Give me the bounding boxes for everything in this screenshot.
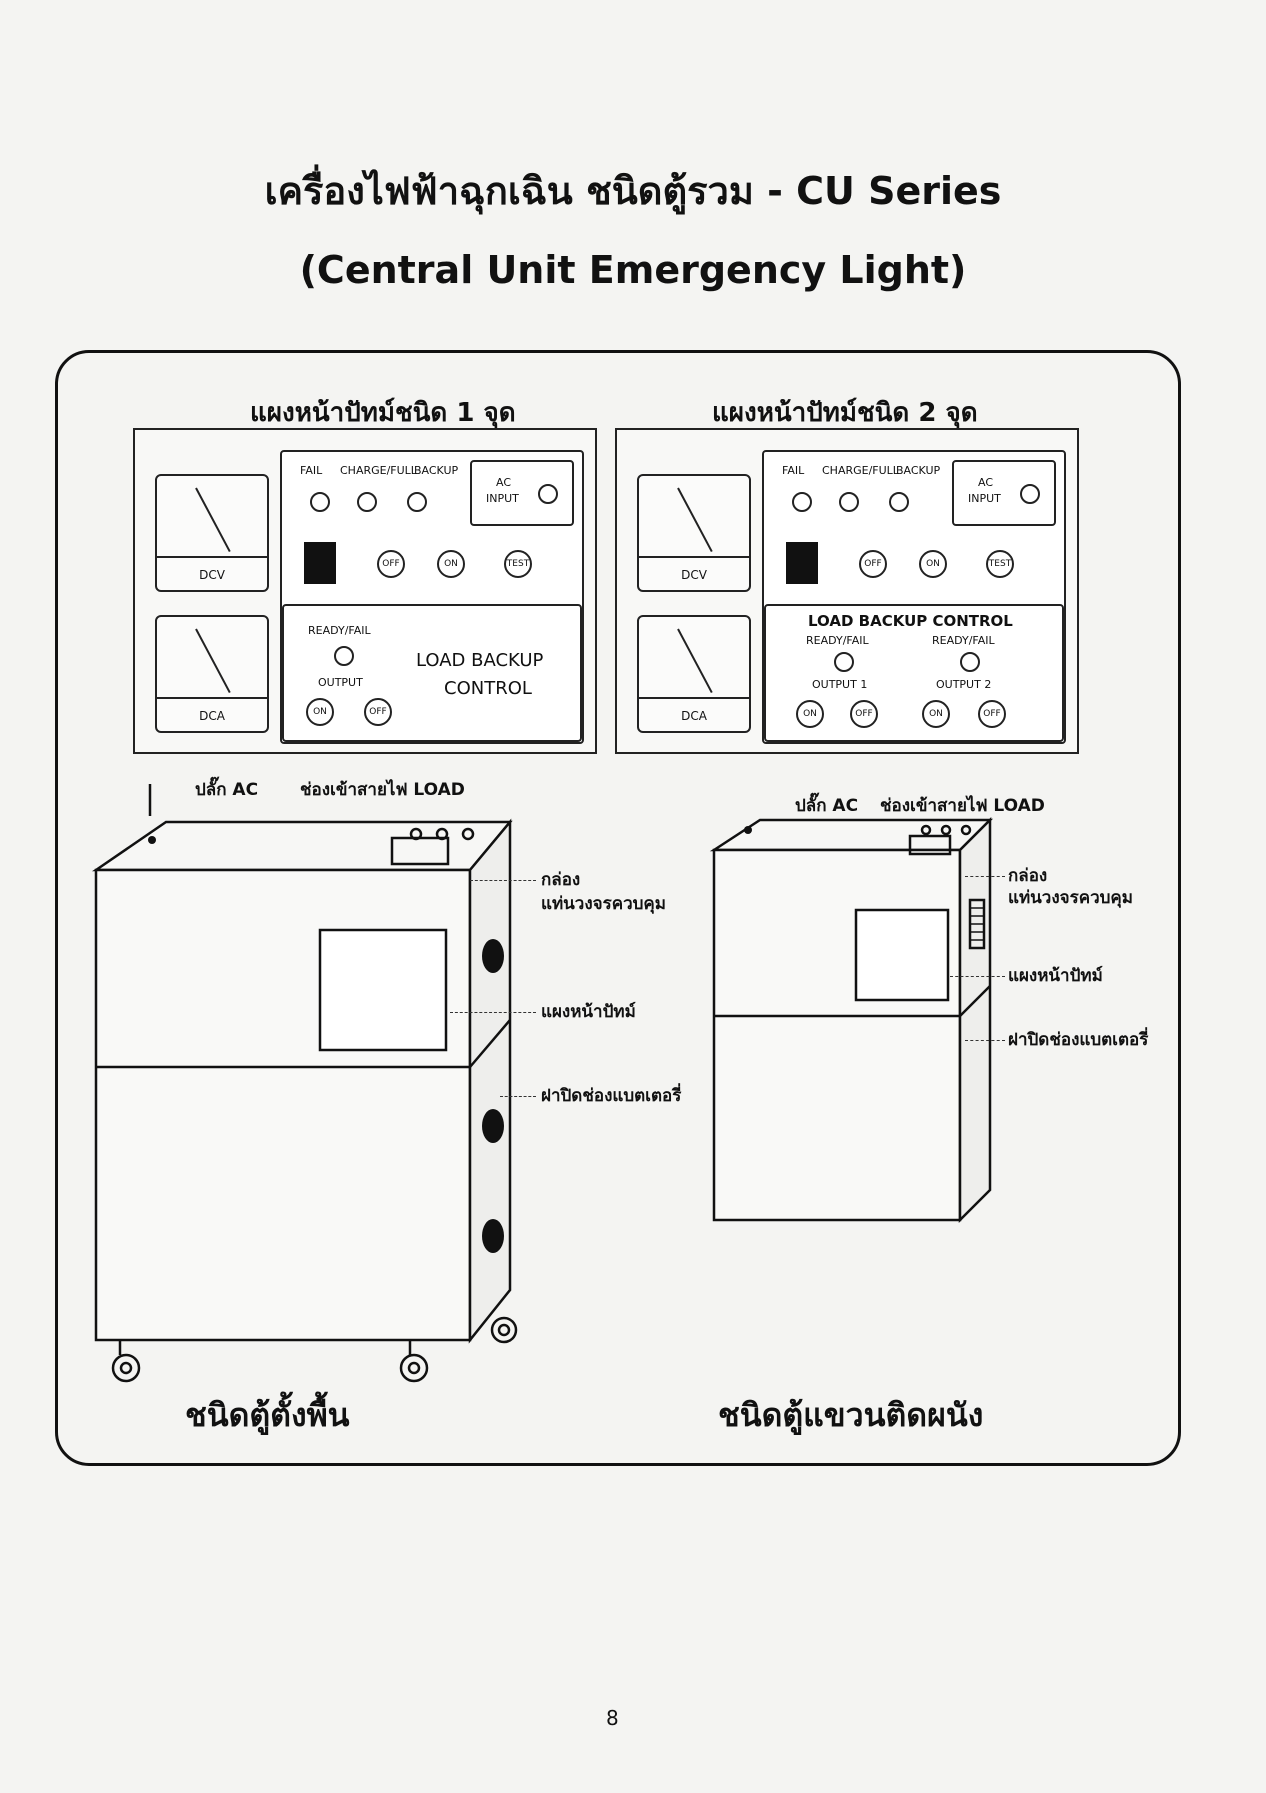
floor-vent-2: [482, 1109, 504, 1143]
panel2-ready-fail-2-label: READY/FAIL: [932, 634, 995, 647]
floor-battery-leader: [500, 1096, 536, 1097]
panel2-output-1-label: OUTPUT 1: [812, 678, 868, 691]
panel1-charge-label: CHARGE/FULL: [340, 464, 417, 477]
panel2-dca-label: DCA: [681, 709, 707, 723]
panel2-output2-off-button[interactable]: OFF: [978, 700, 1006, 728]
panel2-load-backup-box: LOAD BACKUP CONTROL READY/FAIL READY/FAI…: [764, 604, 1064, 742]
panel2-heading: แผงหน้าปัทม์ชนิด 2 จุด: [712, 398, 978, 428]
wall-load-inlet-label: ช่องเข้าสายไฟ LOAD: [880, 796, 1045, 816]
panel2-fail-led: [792, 492, 812, 512]
wall-ac-plug-label: ปลั๊ก AC: [795, 796, 859, 816]
panel2-digit-display: [786, 542, 818, 584]
panel1-dca-label: DCA: [199, 709, 225, 723]
wall-box-leader: [965, 876, 1005, 877]
wall-battery-leader: [965, 1040, 1005, 1041]
panel2-backup-label: BACKUP: [896, 464, 941, 477]
figure-frame: [55, 350, 1181, 1466]
panel1-dcv-meter: DCV: [155, 474, 269, 592]
panel2-ac-label: AC: [978, 476, 994, 489]
floor-control-base-label: แท่นวงจรควบคุม: [541, 894, 667, 914]
panel1-heading: แผงหน้าปัทม์ชนิด 1 จุด: [250, 398, 516, 428]
panel1-output-off-button[interactable]: OFF: [364, 698, 392, 726]
wall-control-base-label: แท่นวงจรควบคุม: [1008, 888, 1134, 908]
panel1-ready-led: [334, 646, 354, 666]
panel2-test-button[interactable]: TEST: [986, 550, 1014, 578]
wall-cabinet-caption: ชนิดตู้แขวนติดผนัง: [718, 1396, 984, 1434]
panel1-control-face: FAIL CHARGE/FULL BACKUP AC INPUT OFF ON …: [280, 450, 584, 744]
panel1-control-label: CONTROL: [444, 678, 532, 699]
panel2-charge-label: CHARGE/FULL: [822, 464, 899, 477]
floor-vent-3: [482, 1219, 504, 1253]
panel2-off-button[interactable]: OFF: [859, 550, 887, 578]
panel1-fail-led: [310, 492, 330, 512]
panel2-ready-fail-1-label: READY/FAIL: [806, 634, 869, 647]
panel2-control-face: FAIL CHARGE/FULL BACKUP AC INPUT OFF ON …: [762, 450, 1066, 744]
panel1-dca-meter: DCA: [155, 615, 269, 733]
wall-panel-leader: [950, 976, 1005, 977]
panel1-dcv-label: DCV: [199, 568, 225, 582]
panel2-ac-input-led: [1020, 484, 1040, 504]
panel1-front: DCV DCA FAIL CHARGE/FULL BACKUP AC INPUT…: [133, 428, 597, 754]
panel2-output1-on-button[interactable]: ON: [796, 700, 824, 728]
panel2-output2-on-button[interactable]: ON: [922, 700, 950, 728]
panel1-backup-led: [407, 492, 427, 512]
floor-panel-leader: [450, 1012, 536, 1013]
panel2-input-label: INPUT: [968, 492, 1001, 505]
panel2-backup-led: [889, 492, 909, 512]
panel1-output-on-button[interactable]: ON: [306, 698, 334, 726]
panel1-load-backup-label: LOAD BACKUP: [416, 650, 544, 671]
floor-vent-1: [482, 939, 504, 973]
panel2-dcv-label: DCV: [681, 568, 707, 582]
panel2-dca-meter: DCA: [637, 615, 751, 733]
panel1-input-label: INPUT: [486, 492, 519, 505]
panel1-ac-label: AC: [496, 476, 512, 489]
panel1-ac-input-led: [538, 484, 558, 504]
panel2-output1-off-button[interactable]: OFF: [850, 700, 878, 728]
wall-battery-cover-label: ฝาปิดช่องแบตเตอรี่: [1008, 1030, 1149, 1050]
panel1-output-label: OUTPUT: [318, 676, 363, 689]
panel2-output-2-label: OUTPUT 2: [936, 678, 992, 691]
floor-load-inlet-label: ช่องเข้าสายไฟ LOAD: [300, 780, 465, 800]
wall-box-label: กล่อง: [1008, 866, 1048, 886]
page-title: เครื่องไฟฟ้าฉุกเฉิน ชนิดตู้รวม - CU Seri…: [264, 169, 1002, 213]
wall-cabinet-drawing: [709, 816, 994, 1224]
panel1-fail-label: FAIL: [300, 464, 323, 477]
panel1-on-button[interactable]: ON: [437, 550, 465, 578]
panel2-dcv-meter: DCV: [637, 474, 751, 592]
panel1-load-backup-box: READY/FAIL OUTPUT ON OFF LOAD BACKUP CON…: [282, 604, 582, 742]
panel1-digit-display: [304, 542, 336, 584]
floor-box-label: กล่อง: [541, 870, 581, 890]
panel1-ac-input-box: AC INPUT: [470, 460, 574, 526]
floor-cabinet-drawing: [91, 784, 518, 1383]
panel1-ready-fail-label: READY/FAIL: [308, 624, 371, 637]
panel1-backup-label: BACKUP: [414, 464, 459, 477]
page-subtitle: (Central Unit Emergency Light): [299, 248, 967, 292]
panel2-ac-input-box: AC INPUT: [952, 460, 1056, 526]
panel2-on-button[interactable]: ON: [919, 550, 947, 578]
panel2-fail-label: FAIL: [782, 464, 805, 477]
panel2-front: DCV DCA FAIL CHARGE/FULL BACKUP AC INPUT…: [615, 428, 1079, 754]
wall-panel-label: แผงหน้าปัทม์: [1008, 966, 1103, 986]
panel2-load-backup-label: LOAD BACKUP CONTROL: [808, 612, 1013, 630]
panel1-off-button[interactable]: OFF: [377, 550, 405, 578]
page-number: 8: [606, 1706, 619, 1730]
panel2-ready-2-led: [960, 652, 980, 672]
panel1-charge-led: [357, 492, 377, 512]
floor-battery-cover-label: ฝาปิดช่องแบตเตอรี่: [541, 1086, 682, 1106]
panel2-ready-1-led: [834, 652, 854, 672]
panel1-test-button[interactable]: TEST: [504, 550, 532, 578]
floor-ac-plug-label: ปลั๊ก AC: [195, 780, 259, 800]
floor-panel-label: แผงหน้าปัทม์: [541, 1002, 636, 1022]
floor-box-leader: [470, 880, 536, 881]
panel2-charge-led: [839, 492, 859, 512]
floor-cabinet-caption: ชนิดตู้ตั้งพื้น: [185, 1396, 350, 1434]
